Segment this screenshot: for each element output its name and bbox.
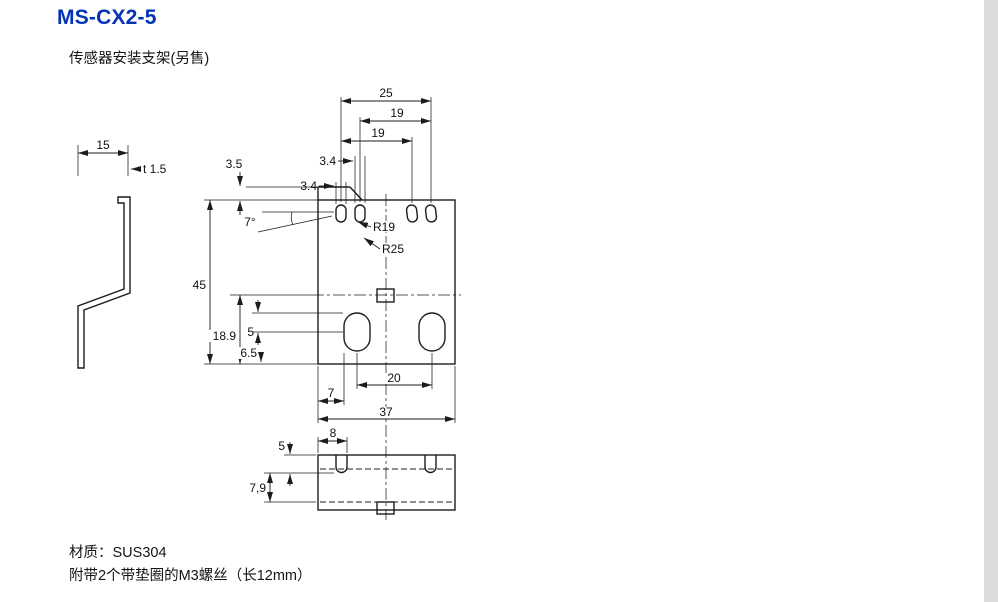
accessory-note: 附带2个带垫圈的M3螺丝（长12mm） <box>69 568 312 584</box>
dim-19a-label: 19 <box>390 106 404 120</box>
side-view: 15 t 1.5 <box>77 138 167 369</box>
dim-hole-bottom-offset: 6.5 <box>233 346 264 362</box>
dim-34b-label: 3.4 <box>300 179 317 193</box>
dim-hole-edge-offset: 7 <box>317 353 345 423</box>
dim-top-span-25: 25 <box>340 86 432 203</box>
dim-45-label: 45 <box>193 278 207 292</box>
mount-slot-1 <box>335 204 347 223</box>
product-subtitle: 传感器安装支架(另售) <box>69 51 210 67</box>
dim-rear-depth: 7,9 <box>249 473 316 503</box>
dim-34a-label: 3.4 <box>319 154 336 168</box>
dim-7-label: 7 <box>328 386 335 400</box>
dim-notch-span: 8 <box>317 426 348 453</box>
dim-19b-label: 19 <box>371 126 385 140</box>
front-body <box>317 199 456 365</box>
bottom-tab <box>376 501 395 515</box>
front-view: 25 19 19 3.4 <box>193 86 461 520</box>
angle-7-indicator: 7° <box>244 211 334 233</box>
dim-20-label: 20 <box>387 371 401 385</box>
dim-plate-thickness: t 1.5 <box>131 162 167 176</box>
bottom-notch-left <box>335 455 348 474</box>
dim-35-label: 3.5 <box>226 157 243 171</box>
radius-r19-callout: R19 <box>357 220 400 234</box>
dim-thickness-label: t 1.5 <box>143 162 167 176</box>
dim-slot-width-a: 3.4 <box>319 154 366 203</box>
mount-slot-2 <box>354 204 366 223</box>
dim-tab-height: 3.5 <box>226 157 318 215</box>
dim-overall-width: 37 <box>318 366 456 423</box>
bottom-view: 8 5 7,9 <box>249 426 456 515</box>
oval-hole-left <box>343 312 371 352</box>
angle-7-label: 7° <box>244 215 256 229</box>
dim-189-label: 18.9 <box>213 329 237 343</box>
dim-5-front-label: 5 <box>247 325 254 339</box>
dim-flange-width: 15 <box>77 138 129 176</box>
dim-hole-top-offset: 5 <box>247 300 343 345</box>
page-title: MS-CX2-5 <box>57 6 157 29</box>
dim-8-label: 8 <box>330 426 337 440</box>
dim-65-label: 6.5 <box>240 346 257 360</box>
dim-lower-height: 18.9 <box>208 294 312 364</box>
dim-79-label: 7,9 <box>249 481 266 495</box>
dim-step-depth: 5 <box>264 439 334 486</box>
dim-hole-pitch: 20 <box>356 353 433 389</box>
radius-r25-callout: R25 <box>363 237 409 256</box>
mount-slot-3 <box>405 204 419 223</box>
bend-tab <box>376 288 395 303</box>
r19-label: R19 <box>373 220 395 234</box>
dim-span-19a: 19 <box>359 106 431 202</box>
bottom-body <box>317 454 456 511</box>
side-profile <box>77 196 131 369</box>
mount-slot-4 <box>424 204 438 223</box>
oval-hole-right <box>418 312 446 352</box>
r25-label: R25 <box>382 242 404 256</box>
dim-side-width-label: 15 <box>96 138 110 152</box>
dim-slot-width-b: 3.4 <box>300 179 347 204</box>
dim-span-19b: 19 <box>341 126 413 203</box>
dim-25-label: 25 <box>379 86 393 100</box>
material-note: 材质：SUS304 <box>69 545 167 561</box>
dim-37-label: 37 <box>379 405 393 419</box>
dim-5-bottom-label: 5 <box>278 439 285 453</box>
bottom-notch-right <box>424 455 437 474</box>
scrollbar-track[interactable] <box>984 0 998 602</box>
